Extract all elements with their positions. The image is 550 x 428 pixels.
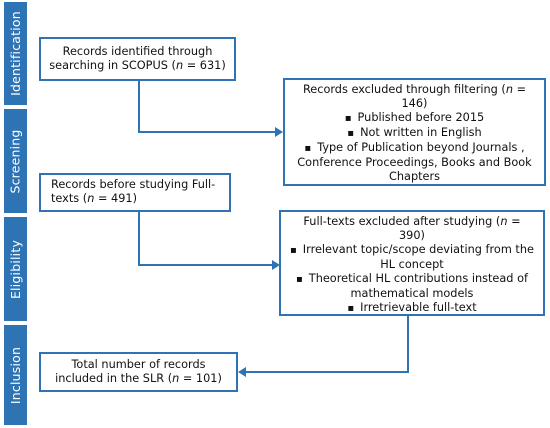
arrowhead-left xyxy=(238,367,246,377)
box-line: Records before studying Full- xyxy=(51,178,216,191)
box-line: included in the SLR (n = 101) xyxy=(55,372,222,385)
records-excluded-filter-box: Records excluded through filtering (n = … xyxy=(283,78,546,186)
connector-to-fulltext-box xyxy=(138,264,273,266)
list-item: Published before 2015 xyxy=(291,111,538,126)
stage-label: Screening xyxy=(8,128,24,194)
stage-label: Eligibility xyxy=(8,239,24,299)
stage-label: Identification xyxy=(8,11,24,96)
stage-eligibility: Eligibility xyxy=(4,217,27,321)
box-line: searching in SCOPUS (n = 631) xyxy=(49,59,226,72)
connector-fulltext-down xyxy=(407,315,409,373)
connector-to-included-box xyxy=(245,371,409,373)
arrowhead-right xyxy=(272,260,280,270)
connector-identified-down xyxy=(138,80,140,133)
connector-to-filter-box xyxy=(138,131,276,133)
box-title: Full-texts excluded after studying (n = … xyxy=(303,215,521,242)
arrowhead-right xyxy=(275,127,283,137)
list-item: Type of Publication beyond Journals , Co… xyxy=(291,141,538,184)
box-line: Total number of records xyxy=(71,358,206,371)
list-item: Irretrievable full-text xyxy=(289,301,535,316)
stage-screening: Screening xyxy=(4,109,27,213)
box-line: Records identified through xyxy=(62,45,213,58)
list-item: Not written in English xyxy=(291,126,538,141)
records-included-box: Total number of records included in the … xyxy=(39,352,238,392)
stage-label: Inclusion xyxy=(8,346,24,404)
stage-identification: Identification xyxy=(4,2,27,105)
box-line: texts (n = 491) xyxy=(51,192,137,205)
list-item: Irrelevant topic/scope deviating from th… xyxy=(289,243,535,272)
box-title: Records excluded through filtering (n = … xyxy=(302,83,527,110)
stage-inclusion: Inclusion xyxy=(4,325,27,425)
records-identified-box: Records identified through searching in … xyxy=(39,37,236,81)
list-item: Theoretical HL contributions instead of … xyxy=(289,272,535,301)
connector-before-down xyxy=(138,210,140,266)
exclusion-list: Irrelevant topic/scope deviating from th… xyxy=(289,243,535,316)
records-before-fulltext-box: Records before studying Full- texts (n =… xyxy=(39,173,231,212)
exclusion-list: Published before 2015 Not written in Eng… xyxy=(291,111,538,184)
fulltexts-excluded-box: Full-texts excluded after studying (n = … xyxy=(279,210,545,316)
